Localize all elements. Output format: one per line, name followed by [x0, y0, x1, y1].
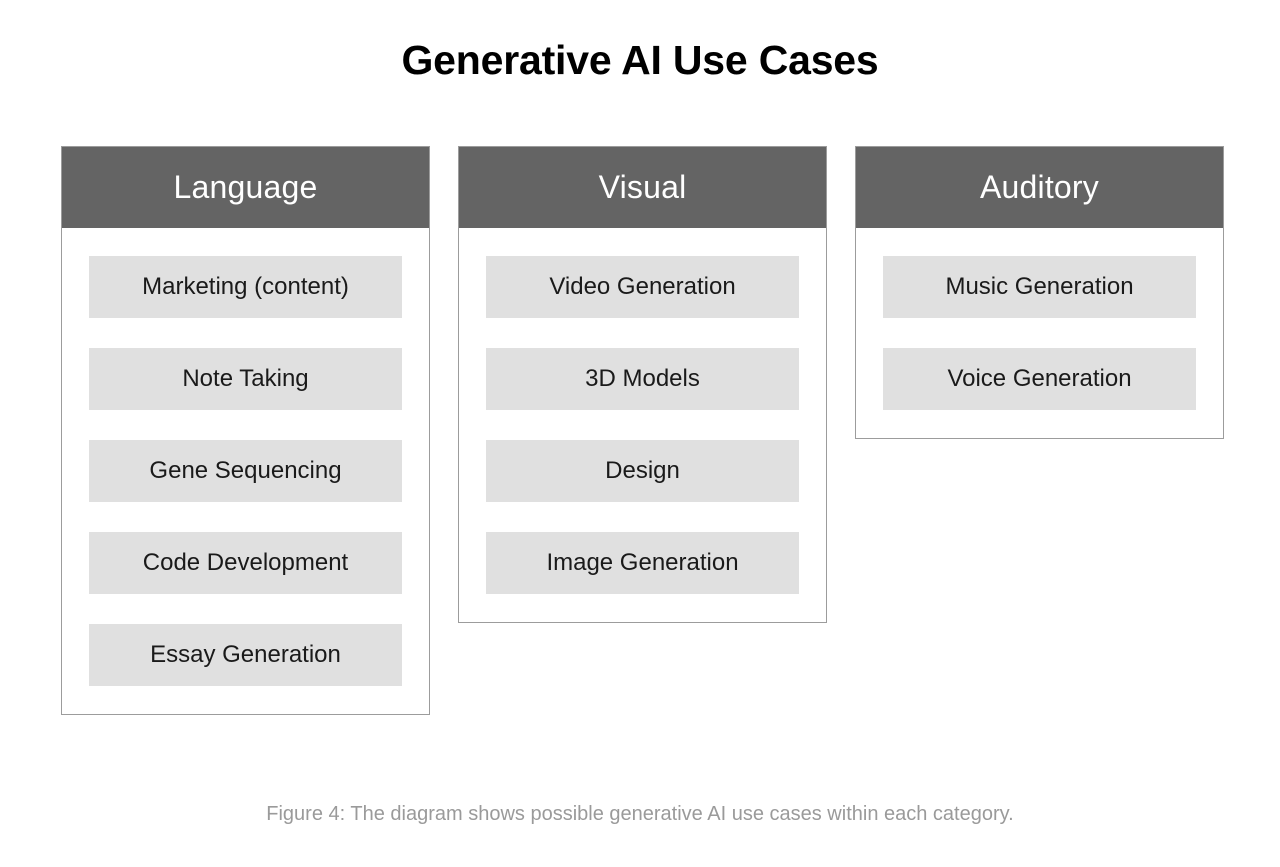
category-body-language: Marketing (content) Note Taking Gene Seq… — [62, 228, 429, 714]
use-case-item: Video Generation — [486, 256, 799, 318]
figure-caption: Figure 4: The diagram shows possible gen… — [266, 803, 1014, 825]
category-card-visual: Visual Video Generation 3D Models Design… — [458, 146, 827, 623]
category-columns: Language Marketing (content) Note Taking… — [61, 146, 1225, 715]
use-case-item: Essay Generation — [89, 624, 402, 686]
use-case-item: Music Generation — [883, 256, 1196, 318]
category-body-auditory: Music Generation Voice Generation — [856, 228, 1223, 438]
category-body-visual: Video Generation 3D Models Design Image … — [459, 228, 826, 622]
use-case-item: Design — [486, 440, 799, 502]
use-case-item: Image Generation — [486, 532, 799, 594]
category-card-auditory: Auditory Music Generation Voice Generati… — [855, 146, 1224, 439]
use-case-item: Voice Generation — [883, 348, 1196, 410]
category-header-visual: Visual — [459, 147, 826, 228]
use-case-item: Code Development — [89, 532, 402, 594]
use-case-item: Note Taking — [89, 348, 402, 410]
use-case-item: Gene Sequencing — [89, 440, 402, 502]
category-header-auditory: Auditory — [856, 147, 1223, 228]
category-card-language: Language Marketing (content) Note Taking… — [61, 146, 430, 715]
use-case-item: Marketing (content) — [89, 256, 402, 318]
use-case-item: 3D Models — [486, 348, 799, 410]
category-header-language: Language — [62, 147, 429, 228]
page-title: Generative AI Use Cases — [401, 37, 879, 83]
